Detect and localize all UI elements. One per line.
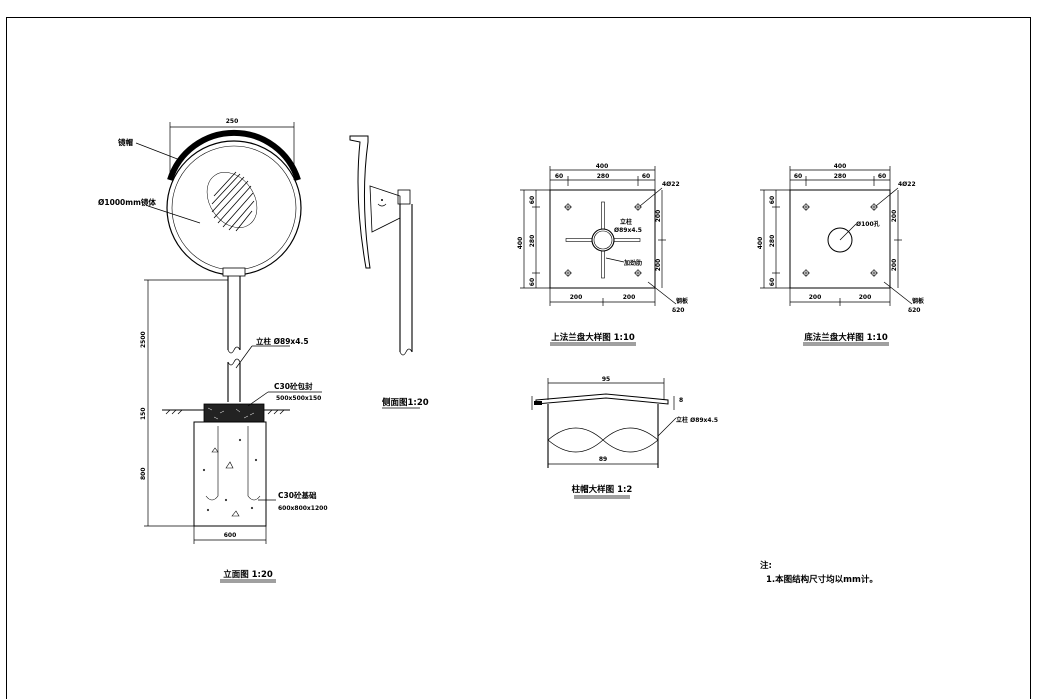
base-flange-plate: [789, 189, 891, 289]
elevation-title: 立面图 1:20: [223, 569, 273, 580]
uf-holes: 4Ø22: [662, 181, 680, 188]
post-height-dim: 2500: [140, 331, 147, 348]
side-title: 侧面图1:20: [381, 397, 429, 408]
found-width-dim: 600: [224, 532, 237, 539]
notes-heading: 注:: [760, 560, 772, 571]
cap-top-dim: 95: [602, 376, 610, 383]
uf-total: 400: [596, 163, 609, 170]
cap-height-dim: 150: [140, 407, 147, 420]
uf-bottom-left: 200: [570, 294, 583, 301]
bf-left-top: 60: [769, 196, 776, 204]
cap-detail-title: 柱帽大样图 1:2: [572, 484, 633, 495]
sheet-border: [6, 17, 1031, 699]
cap-label: C30砼包封: [274, 381, 313, 391]
bf-left-mid: 280: [769, 235, 776, 248]
uf-seg-left: 60: [555, 173, 563, 180]
post-label: 立柱 Ø89x4.5: [256, 336, 309, 346]
upper-flange-detail: 400 60 280 60 4Ø22 立柱 Ø89x4.5 加劲肋: [517, 163, 689, 346]
bf-right-bottom: 200: [891, 259, 898, 272]
cap-post-label: 立柱 Ø89x4.5: [676, 416, 718, 424]
uf-left-bottom: 60: [529, 278, 536, 286]
uf-post-label: 立柱: [620, 218, 632, 226]
bf-left-bottom: 60: [769, 278, 776, 286]
found-label: C30砼基础: [278, 490, 317, 500]
uf-left-top: 60: [529, 196, 536, 204]
uf-right-bottom: 200: [655, 259, 662, 272]
cap-size: 500x500x150: [276, 395, 321, 402]
cap-bottom-dim: 89: [599, 456, 607, 463]
uf-seg-right: 60: [642, 173, 650, 180]
base-flange-detail: 400 60 280 60 Ø100孔 4Ø22 400 60 280 60 2…: [757, 163, 925, 346]
uf-right-top: 200: [655, 210, 662, 223]
bf-seg-right: 60: [878, 173, 886, 180]
uf-post-size: Ø89x4.5: [614, 227, 642, 234]
elevation-view: 250 镜帽 Ø1000mm镜体: [98, 118, 328, 583]
side-view: 侧面图1:20: [349, 135, 429, 409]
found-height-dim: 800: [140, 467, 147, 480]
notes-line-1: 1.本图结构尺寸均以mm计。: [766, 574, 878, 585]
uf-bottom-right: 200: [623, 294, 636, 301]
bf-left-total: 400: [757, 237, 764, 250]
concrete-foundation: [193, 421, 267, 527]
upper-flange-title: 上法兰盘大样图 1:10: [551, 332, 635, 343]
uf-rib-label: 加劲肋: [623, 259, 642, 267]
bf-right-top: 200: [891, 210, 898, 223]
mirror-width-dim: 250: [226, 118, 239, 125]
uf-seg-mid: 280: [597, 173, 610, 180]
uf-left-mid: 280: [529, 235, 536, 248]
cap-detail: 95 8 立柱 Ø89x4.5 89 柱帽大样图 1:2: [531, 376, 718, 499]
concrete-cap: [203, 403, 265, 423]
bf-total: 400: [834, 163, 847, 170]
uf-plate-label: 钢板: [676, 297, 689, 305]
cover-label: 镜帽: [118, 137, 133, 147]
bf-plate-thk: δ20: [908, 307, 920, 314]
mirror-hatch: [211, 171, 255, 232]
bf-bottom-left: 200: [809, 294, 822, 301]
cap-side-dim: 8: [679, 397, 683, 404]
uf-left-total: 400: [517, 237, 524, 250]
bf-center-hole: Ø100孔: [856, 220, 880, 228]
mirror-label: Ø1000mm镜体: [98, 197, 156, 207]
bf-plate-label: 钢板: [912, 297, 925, 305]
bf-seg-left: 60: [794, 173, 802, 180]
base-flange-title: 底法兰盘大样图 1:10: [804, 332, 888, 343]
uf-plate-thk: δ20: [672, 307, 684, 314]
found-size: 600x800x1200: [278, 505, 328, 512]
bf-holes: 4Ø22: [898, 181, 916, 188]
bf-bottom-right: 200: [859, 294, 872, 301]
mirror-cover-arc: [167, 129, 301, 181]
upper-flange-plate: [549, 189, 656, 289]
bf-seg-mid: 280: [834, 173, 847, 180]
mirror-circle: [166, 140, 302, 276]
notes: 注: 1.本图结构尺寸均以mm计。: [760, 560, 878, 585]
